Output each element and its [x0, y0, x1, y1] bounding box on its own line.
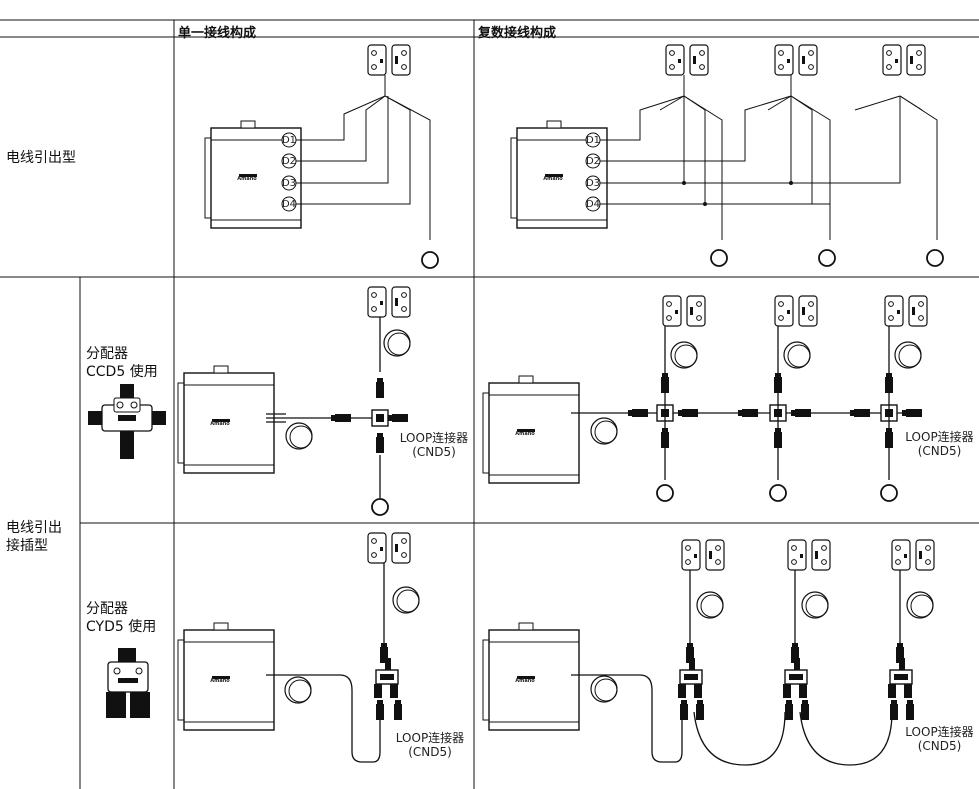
row3-multiple-drawing	[482, 539, 935, 766]
loop-connector-label-r3s-1: LOOP连接器	[395, 731, 465, 745]
loop-connector-label-r2s-2: (CND5)	[412, 445, 456, 459]
terminal-d4-label-multi: D4	[585, 199, 601, 210]
ccd5-distributor-icon	[88, 384, 166, 459]
ccd5-label-line2: CCD5 使用	[86, 364, 158, 380]
terminal-d2-label: D2	[281, 156, 297, 167]
loop-connector-label-r3m-1: LOOP连接器	[905, 725, 974, 739]
controller-logo-multi: Amano	[543, 176, 563, 182]
row1-single-drawing	[204, 44, 439, 269]
header-single-wiring: 单一接线构成	[178, 26, 257, 41]
row-label-lead-connector: 电线引出 接插型	[6, 520, 62, 554]
loop-connector-label-r2s-1: LOOP连接器	[399, 431, 469, 445]
row-label-lead-wire: 电线引出型	[6, 150, 76, 166]
row2-single-drawing	[177, 286, 411, 516]
terminal-d3-label: D3	[281, 178, 297, 189]
cyd5-distributor-icon	[106, 648, 150, 718]
controller-logo-r3: Amano	[210, 678, 230, 684]
header-multiple-wiring: 复数接线构成	[478, 26, 557, 41]
loop-connector-label-r2m-2: (CND5)	[917, 444, 962, 458]
terminal-circles	[281, 132, 297, 212]
terminal-d2-label-multi: D2	[585, 156, 601, 167]
cyd5-label-line1: 分配器	[86, 601, 128, 617]
controller-logo-r3m: Amano	[515, 678, 535, 684]
loop-connector-label-r3s-2: (CND5)	[408, 745, 452, 759]
terminal-d1-label-multi: D1	[585, 135, 601, 146]
terminal-d4-label: D4	[281, 199, 297, 210]
loop-connector-label-r2m-1: LOOP连接器	[905, 430, 974, 444]
loop-connector-label-r3m-2: (CND5)	[917, 739, 962, 753]
controller-logo-r2m: Amano	[515, 431, 535, 437]
row2-multiple-drawing	[482, 295, 928, 502]
table-grid	[0, 19, 979, 789]
row1-multiple-drawing	[510, 44, 944, 267]
ccd5-label-line1: 分配器	[86, 346, 128, 362]
row3-single-drawing	[177, 532, 420, 763]
controller-logo-r2: Amano	[210, 421, 230, 427]
terminal-d1-label: D1	[281, 135, 297, 146]
controller-logo: Amano	[237, 176, 257, 182]
cyd5-label-line2: CYD5 使用	[86, 619, 157, 635]
terminal-d3-label-multi: D3	[585, 178, 601, 189]
